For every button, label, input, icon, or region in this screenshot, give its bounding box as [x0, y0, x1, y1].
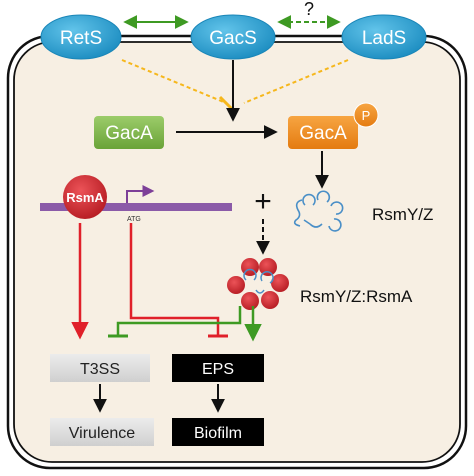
- gaca-box: GacA: [94, 116, 164, 149]
- virulence-label: Virulence: [69, 425, 136, 442]
- t3ss-box: T3SS: [50, 354, 150, 382]
- rets-label: RetS: [60, 28, 102, 49]
- rsmyz-rna-icon: [293, 190, 344, 232]
- lads-sensor: LadS: [341, 14, 427, 60]
- complex-represses-t3ss-line: [116, 306, 242, 336]
- biofilm-box: Biofilm: [172, 418, 264, 446]
- lads-label: LadS: [362, 28, 406, 49]
- rsma-represses-eps-line: [129, 223, 220, 336]
- rets-inhibition-dashed: [121, 59, 234, 111]
- biofilm-label: Biofilm: [194, 425, 242, 442]
- eps-box: EPS: [172, 354, 264, 382]
- gacs-sensor: GacS: [190, 14, 276, 60]
- dna-strand: [40, 203, 232, 211]
- gaca-phosphorylated-box: GacA P: [288, 102, 379, 149]
- lads-activation-dashed: [243, 59, 349, 104]
- phosphate-label: P: [362, 108, 371, 123]
- promoter-arrow: [126, 185, 155, 203]
- binding-plus-sign: +: [254, 185, 272, 218]
- rsma-label: RsmA: [66, 190, 104, 205]
- eps-label: EPS: [202, 361, 234, 378]
- virulence-box: Virulence: [50, 418, 154, 446]
- cell-envelope: [6, 34, 468, 470]
- t3ss-label: T3SS: [80, 361, 120, 378]
- gaca-label: GacA: [105, 123, 153, 144]
- phosphate-badge: [353, 102, 379, 128]
- gacs-label: GacS: [209, 28, 257, 49]
- complex-label: RsmY/Z:RsmA: [300, 287, 413, 306]
- rsmyz-rsma-complex: [227, 258, 289, 310]
- gaca-p-label: GacA: [299, 123, 347, 144]
- rsma-protein: RsmA: [63, 175, 107, 219]
- rsmyz-label: RsmY/Z: [372, 205, 433, 224]
- atg-label: ATG: [127, 216, 141, 223]
- rets-sensor: RetS: [40, 14, 122, 60]
- unknown-interaction-mark: ?: [304, 0, 314, 19]
